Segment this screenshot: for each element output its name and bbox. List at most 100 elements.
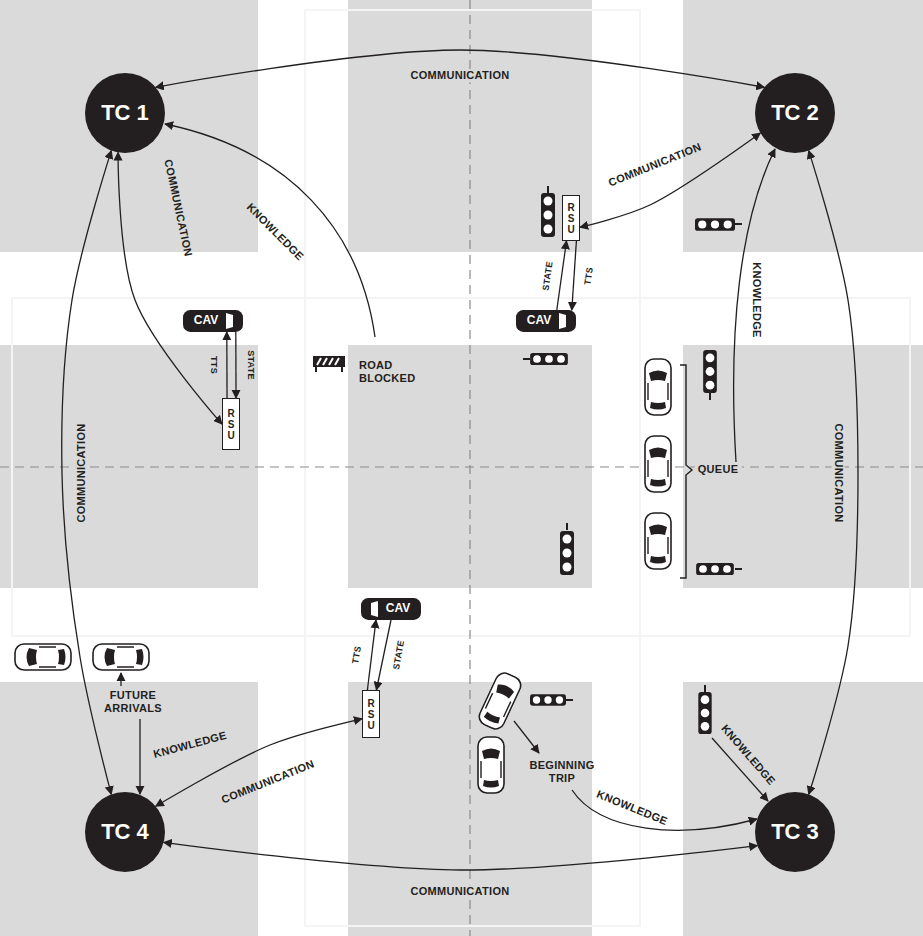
edge-label: COMMUNICATION [407,885,512,898]
edge-label: TTS [350,645,364,665]
traffic-light-pole [566,523,568,530]
message-arrow [572,241,577,310]
roadside-unit: RSU [362,690,380,738]
city-block [683,682,923,936]
traffic-light-pole [547,186,549,193]
edge-label: STATE [391,639,407,670]
traffic-light-pole [735,223,742,225]
communication-link [580,133,760,227]
barrier-stripes [317,358,339,365]
connected-vehicle: CAV [361,598,421,620]
queue-bracket [680,365,692,578]
knowledge-label: KNOWLEDGE [749,262,762,337]
message-arrow [367,620,376,690]
edge-label: COMMUNICATION [220,757,317,806]
unit-name: RSU [366,698,376,731]
communication-link [118,152,222,424]
traffic-light-pole [735,568,742,570]
edge-label: COMMUNICATION [161,158,194,258]
unit-name: RSU [566,202,576,235]
queued-car [645,513,671,569]
vehicle-body [183,310,243,332]
traffic-light [560,531,574,575]
traffic-light-pole [709,393,711,400]
vehicle-windshield [371,601,378,617]
knowledge-label: KNOWLEDGE [718,722,777,788]
departing-car [476,670,523,732]
controller-name: TC 2 [771,101,819,125]
traffic-light-pole [566,699,573,701]
message-arrow [557,241,567,310]
connected-vehicle: CAV [183,310,243,332]
knowledge-label: KNOWLEDGE [595,788,670,828]
leader-arrow [120,673,121,686]
vehicle-body [361,598,421,620]
road-outline [305,636,640,926]
vehicle-windshield [226,313,233,329]
knowledge-label: KNOWLEDGE [244,201,307,264]
quadrant-divider [0,466,923,467]
vehicle-name: CAV [386,602,410,615]
connected-vehicle: CAV [516,310,576,332]
knowledge-arrow [139,719,140,794]
controller-name: TC 3 [771,820,819,844]
controller-disc [755,792,835,872]
blocked-road-label: ROAD BLOCKED [359,359,421,385]
message-arrow [235,332,237,398]
queue-label: QUEUE [695,463,742,476]
message-arrow [226,332,228,398]
vehicle-name: CAV [194,314,218,327]
road-outline [305,10,640,298]
arriving-car [93,644,149,670]
edge-label: TTS [209,356,220,374]
traffic-light [698,692,711,734]
traffic-light [541,193,555,237]
communication-link [156,50,765,87]
roadside-unit: RSU [222,398,240,450]
barrier-leg [341,367,343,372]
traffic-light [696,563,734,575]
leader-arrow [514,721,539,753]
controller-disc [85,792,165,872]
queued-car [645,359,671,415]
vehicle-name: CAV [527,314,551,327]
communication-link [62,151,112,795]
city-block [0,0,258,252]
knowledge-arrow [734,149,775,462]
communication-link [164,842,758,870]
arrivals-label: FUTURE ARRIVALS [98,689,168,715]
knowledge-arrow [165,124,375,337]
queued-car [645,436,671,492]
message-arrow [376,620,391,690]
trip-label: BEGINNING TRIP [521,759,603,785]
traffic-controller: TC 4 [85,792,165,872]
traffic-controller: TC 1 [85,73,165,153]
roadside-unit: RSU [562,195,580,241]
city-block [0,682,258,936]
barrier-leg [315,367,317,372]
traffic-controller: TC 3 [755,792,835,872]
edge-label: COMMUNICATION [75,420,88,525]
parked-car [478,737,504,793]
edge-label: COMMUNICATION [831,420,844,525]
traffic-light [530,353,568,365]
unit-name: RSU [226,408,236,441]
controller-name: TC 4 [101,820,149,844]
vehicle-windshield [559,313,566,329]
traffic-light-pole [704,685,706,692]
traffic-light [703,350,717,393]
controller-disc [755,73,835,153]
traffic-controller: TC 2 [755,73,835,153]
edge-label: TTS [582,266,595,285]
traffic-light-pole [523,358,530,360]
controller-disc [85,73,165,153]
traffic-light [530,694,566,705]
edge-label: STATE [541,261,556,292]
arriving-car [15,644,71,670]
quadrant-divider [469,0,470,936]
edge-label: COMMUNICATION [407,69,512,82]
vehicle-body [516,310,576,332]
communication-link [809,151,858,795]
traffic-light [695,218,735,231]
